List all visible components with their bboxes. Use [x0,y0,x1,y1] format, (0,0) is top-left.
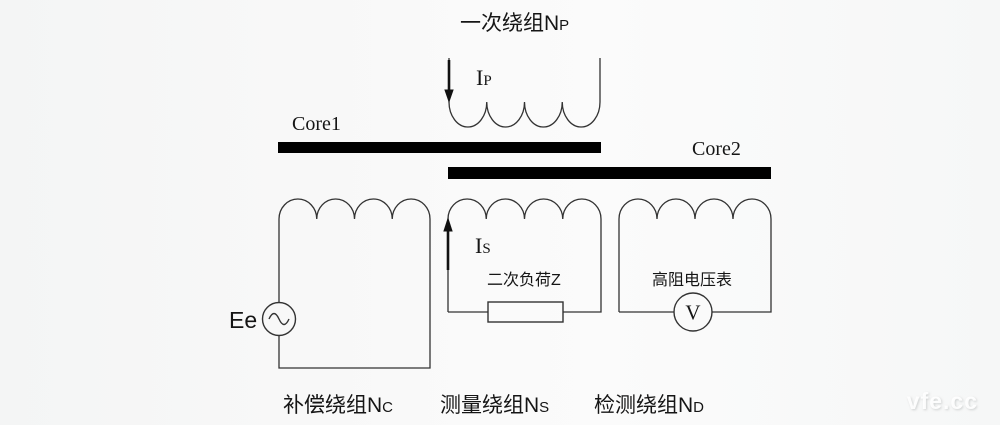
is-label-sub: S [482,241,490,257]
detection-label-text: 检测绕组N [594,394,693,417]
detection-label-sub: D [693,399,704,416]
primary-winding-coil [448,58,601,128]
compensation-winding-loop [278,198,431,369]
core1-label: Core1 [292,113,341,135]
voltmeter-label: 高阻电压表 [652,271,732,289]
ip-label-text: I [476,65,483,90]
core1-bar [278,142,601,153]
is-arrow-head [443,217,453,232]
compensation-winding-label: 补偿绕组NC [283,394,393,417]
voltmeter-icon [673,292,713,332]
resistor-box [487,301,564,323]
detection-winding-label: 检测绕组ND [594,394,704,417]
ac-source-sine-icon [268,312,290,326]
is-label-text: I [475,233,482,258]
measurement-winding-label: 测量绕组NS [440,394,549,417]
compensation-label-sub: C [382,399,393,416]
primary-winding-title-sub: P [559,17,569,34]
secondary-load-label: 二次负荷Z [487,271,561,289]
core2-bar [448,167,771,179]
core2-label: Core2 [692,138,741,160]
measurement-winding-loop [447,198,602,313]
is-current-label: IS [475,233,491,258]
source-label: Ee [229,307,257,333]
voltmeter-symbol: V [685,301,700,325]
primary-winding-title-text: 一次绕组N [460,12,559,35]
primary-winding-title: 一次绕组NP [460,12,569,35]
ac-source-icon [261,301,297,337]
ip-label-sub: P [483,73,491,89]
ip-current-label: IP [476,65,492,90]
compensation-label-text: 补偿绕组N [283,394,382,417]
watermark: vfe.cc [906,388,978,414]
measurement-label-sub: S [539,399,549,416]
detection-winding-loop [618,198,772,313]
measurement-label-text: 测量绕组N [440,394,539,417]
ip-arrow-head [444,89,454,103]
